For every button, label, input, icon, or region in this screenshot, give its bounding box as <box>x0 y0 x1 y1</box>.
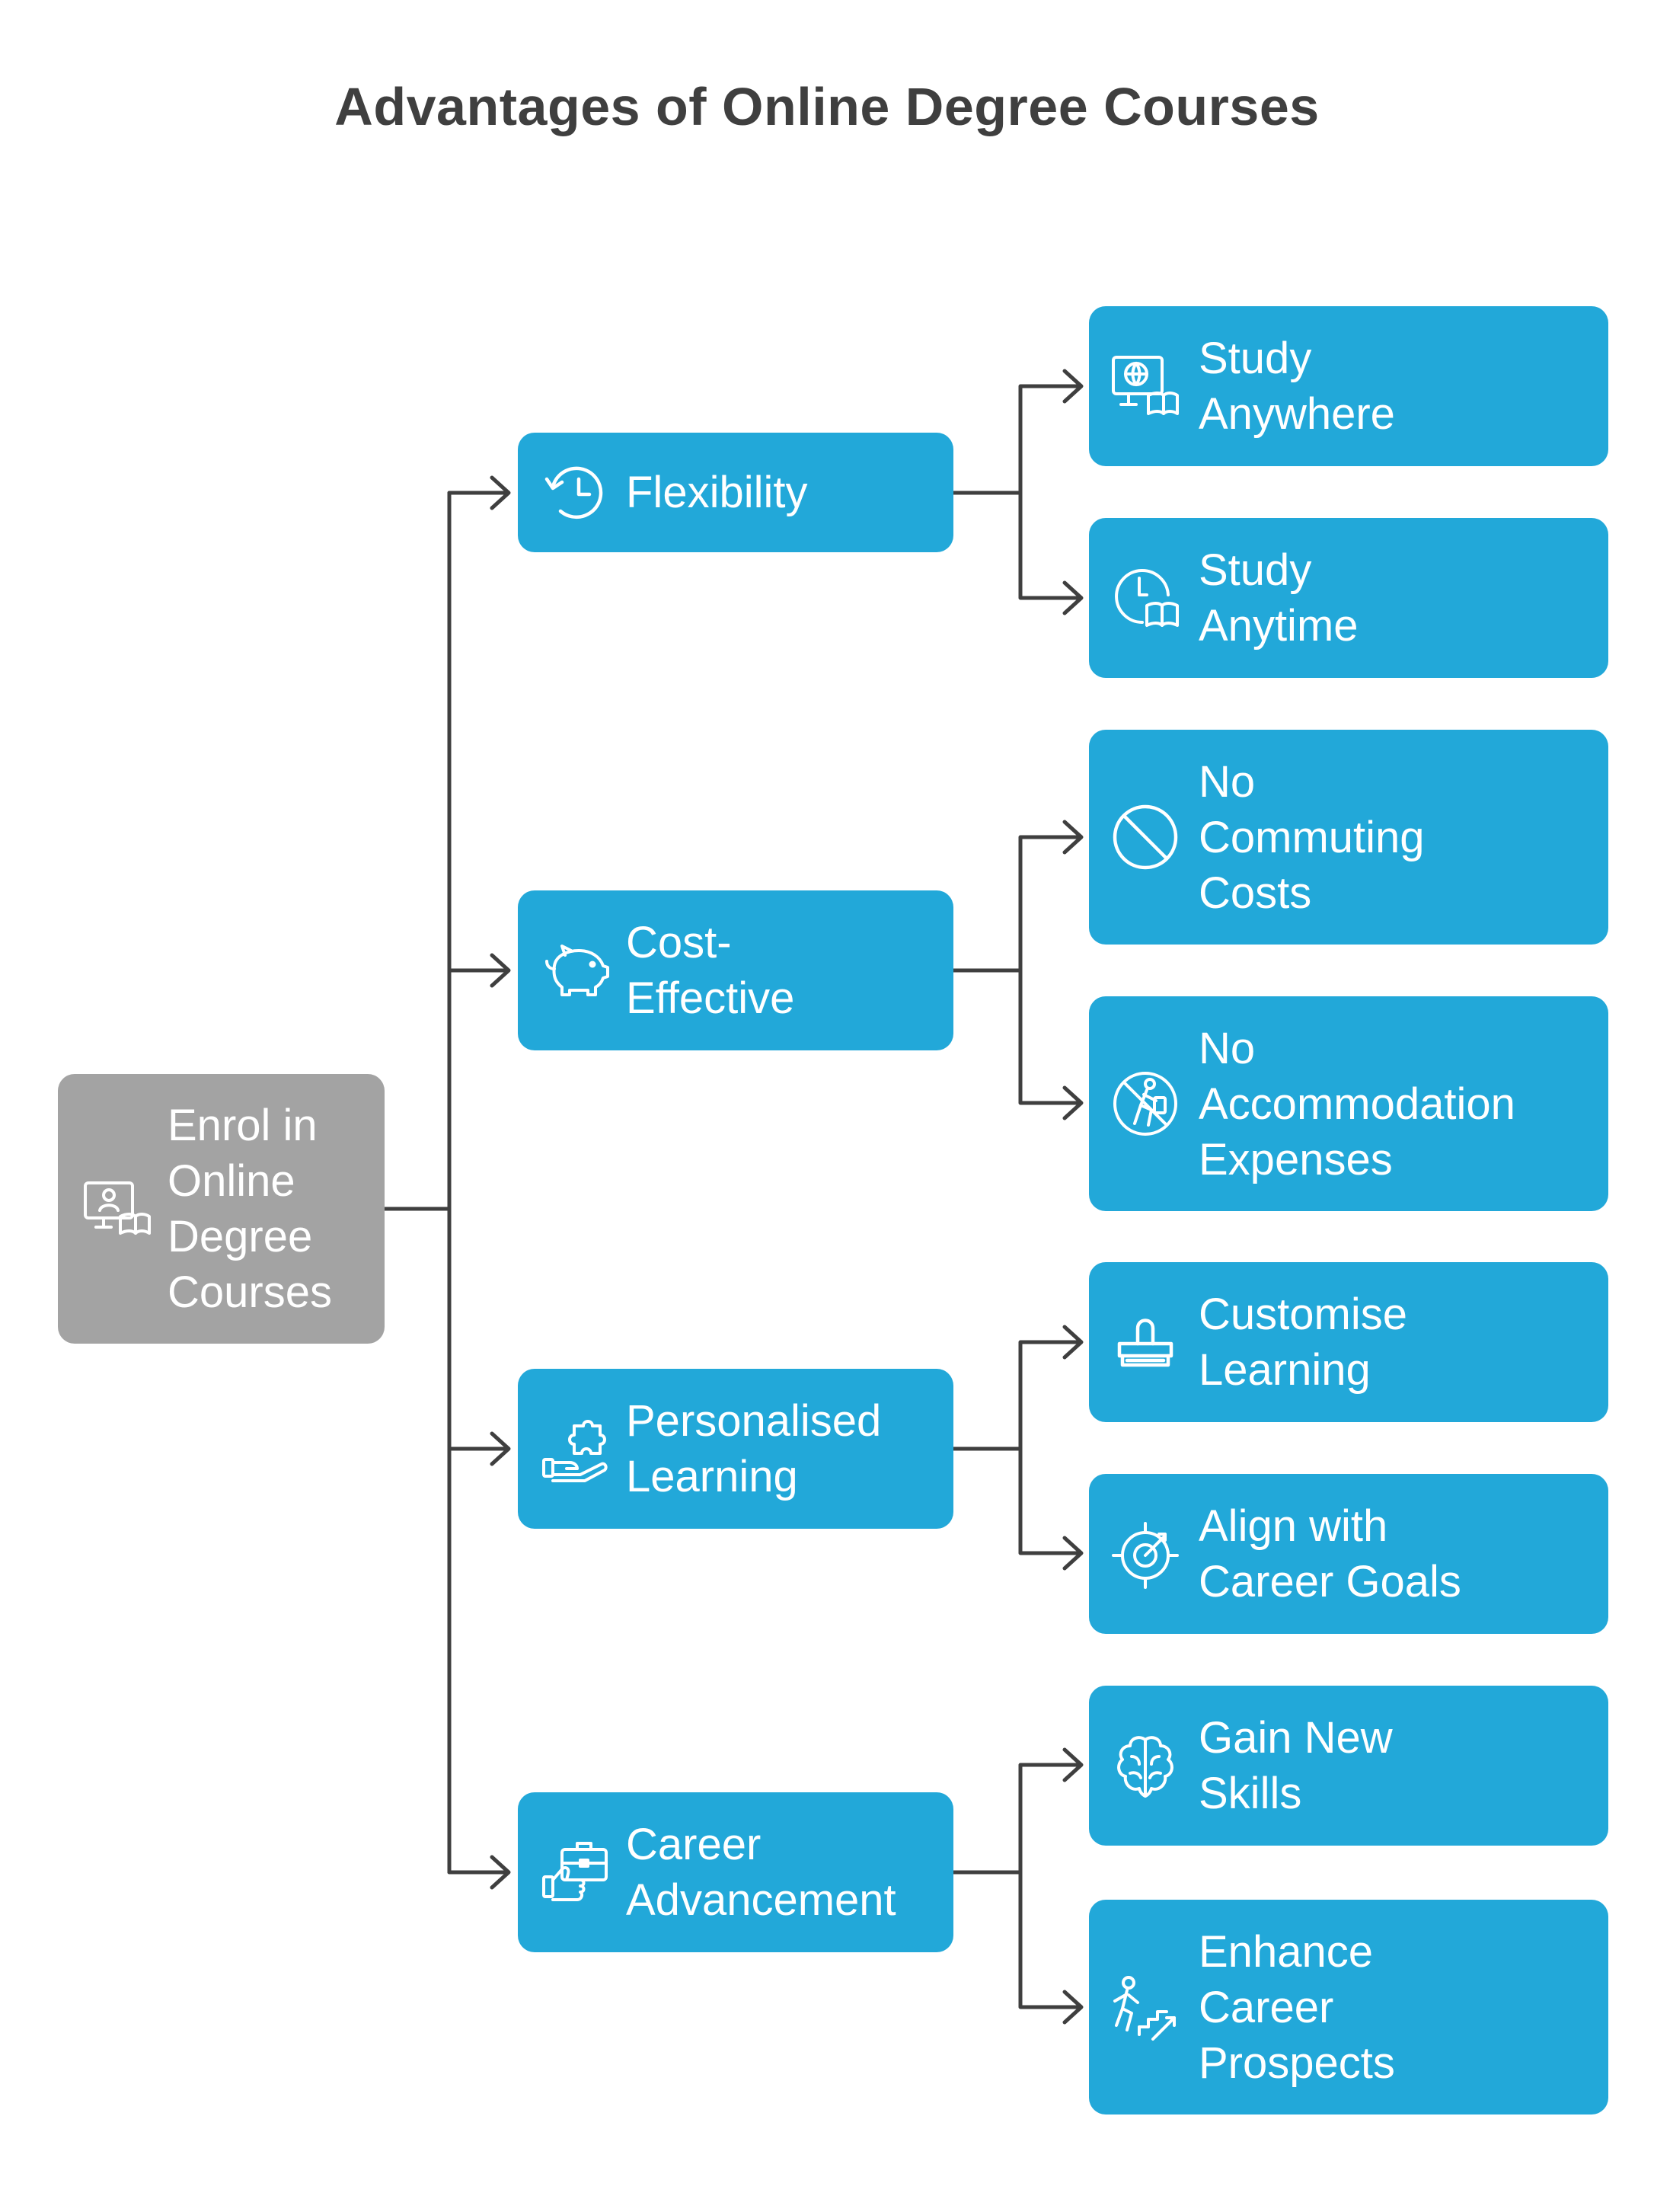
branch-personalised-learning-label: Personalised Learning <box>626 1396 882 1501</box>
connector-leaf-2 <box>951 820 1084 1120</box>
climbing-stairs-icon <box>1109 1971 1182 2044</box>
root-node: Enrol in Online Degree Courses <box>58 1074 385 1344</box>
leaf-gain-new-skills: Gain New Skills <box>1089 1686 1608 1846</box>
stamp-icon <box>1109 1306 1182 1379</box>
branch-cost-effective: Cost- Effective <box>518 890 953 1050</box>
piggy-bank-icon <box>539 934 612 1007</box>
target-icon <box>1109 1517 1182 1590</box>
branch-career-advancement-label: Career Advancement <box>626 1820 896 1925</box>
connector-branch-3 <box>447 1431 511 1466</box>
history-clock-icon <box>539 456 612 529</box>
branch-personalised-learning: Personalised Learning <box>518 1369 953 1529</box>
connector-branch-2 <box>447 953 511 988</box>
leaf-enhance-career-prospects-label: Enhance Career Prospects <box>1199 1926 1395 2088</box>
leaf-study-anywhere: Study Anywhere <box>1089 306 1608 466</box>
leaf-enhance-career-prospects: Enhance Career Prospects <box>1089 1900 1608 2115</box>
leaf-no-accommodation-expenses-label: No Accommodation Expenses <box>1199 1023 1515 1184</box>
leaf-customise-learning-label: Customise Learning <box>1199 1290 1407 1395</box>
briefcase-thumbs-up-icon <box>539 1836 612 1909</box>
diagram-title: Advantages of Online Degree Courses <box>334 77 1320 136</box>
branch-flexibility-label: Flexibility <box>626 468 808 517</box>
leaf-no-commuting-costs-label: No Commuting Costs <box>1199 756 1425 918</box>
connector-leaf-4 <box>951 1747 1084 2025</box>
leaf-no-accommodation-expenses: No Accommodation Expenses <box>1089 996 1608 1211</box>
no-travel-icon <box>1109 1067 1182 1140</box>
leaf-study-anywhere-label: Study Anywhere <box>1199 334 1395 439</box>
root-label: Enrol in Online Degree Courses <box>168 1101 332 1317</box>
globe-book-icon <box>1109 350 1182 423</box>
brain-icon <box>1109 1729 1182 1802</box>
clock-book-icon <box>1109 561 1182 635</box>
leaf-study-anytime: Study Anytime <box>1089 518 1608 678</box>
leaf-align-with-career-goals-label: Align with Career Goals <box>1199 1501 1461 1606</box>
connector-branch-1 <box>447 475 511 510</box>
hand-puzzle-icon <box>539 1412 612 1485</box>
leaf-study-anytime-label: Study Anytime <box>1199 545 1359 650</box>
leaf-no-commuting-costs: No Commuting Costs <box>1089 730 1608 945</box>
connector-leaf-1 <box>951 369 1084 615</box>
branch-career-advancement: Career Advancement <box>518 1792 953 1952</box>
connector-branch-4 <box>447 1855 511 1890</box>
leaf-align-with-career-goals: Align with Career Goals <box>1089 1474 1608 1634</box>
prohibited-icon <box>1109 801 1182 874</box>
branch-cost-effective-label: Cost- Effective <box>626 918 795 1023</box>
branch-flexibility: Flexibility <box>518 433 953 552</box>
leaf-customise-learning: Customise Learning <box>1089 1262 1608 1422</box>
connector-leaf-3 <box>951 1325 1084 1571</box>
online-learning-icon <box>81 1172 154 1245</box>
leaf-gain-new-skills-label: Gain New Skills <box>1199 1713 1393 1818</box>
